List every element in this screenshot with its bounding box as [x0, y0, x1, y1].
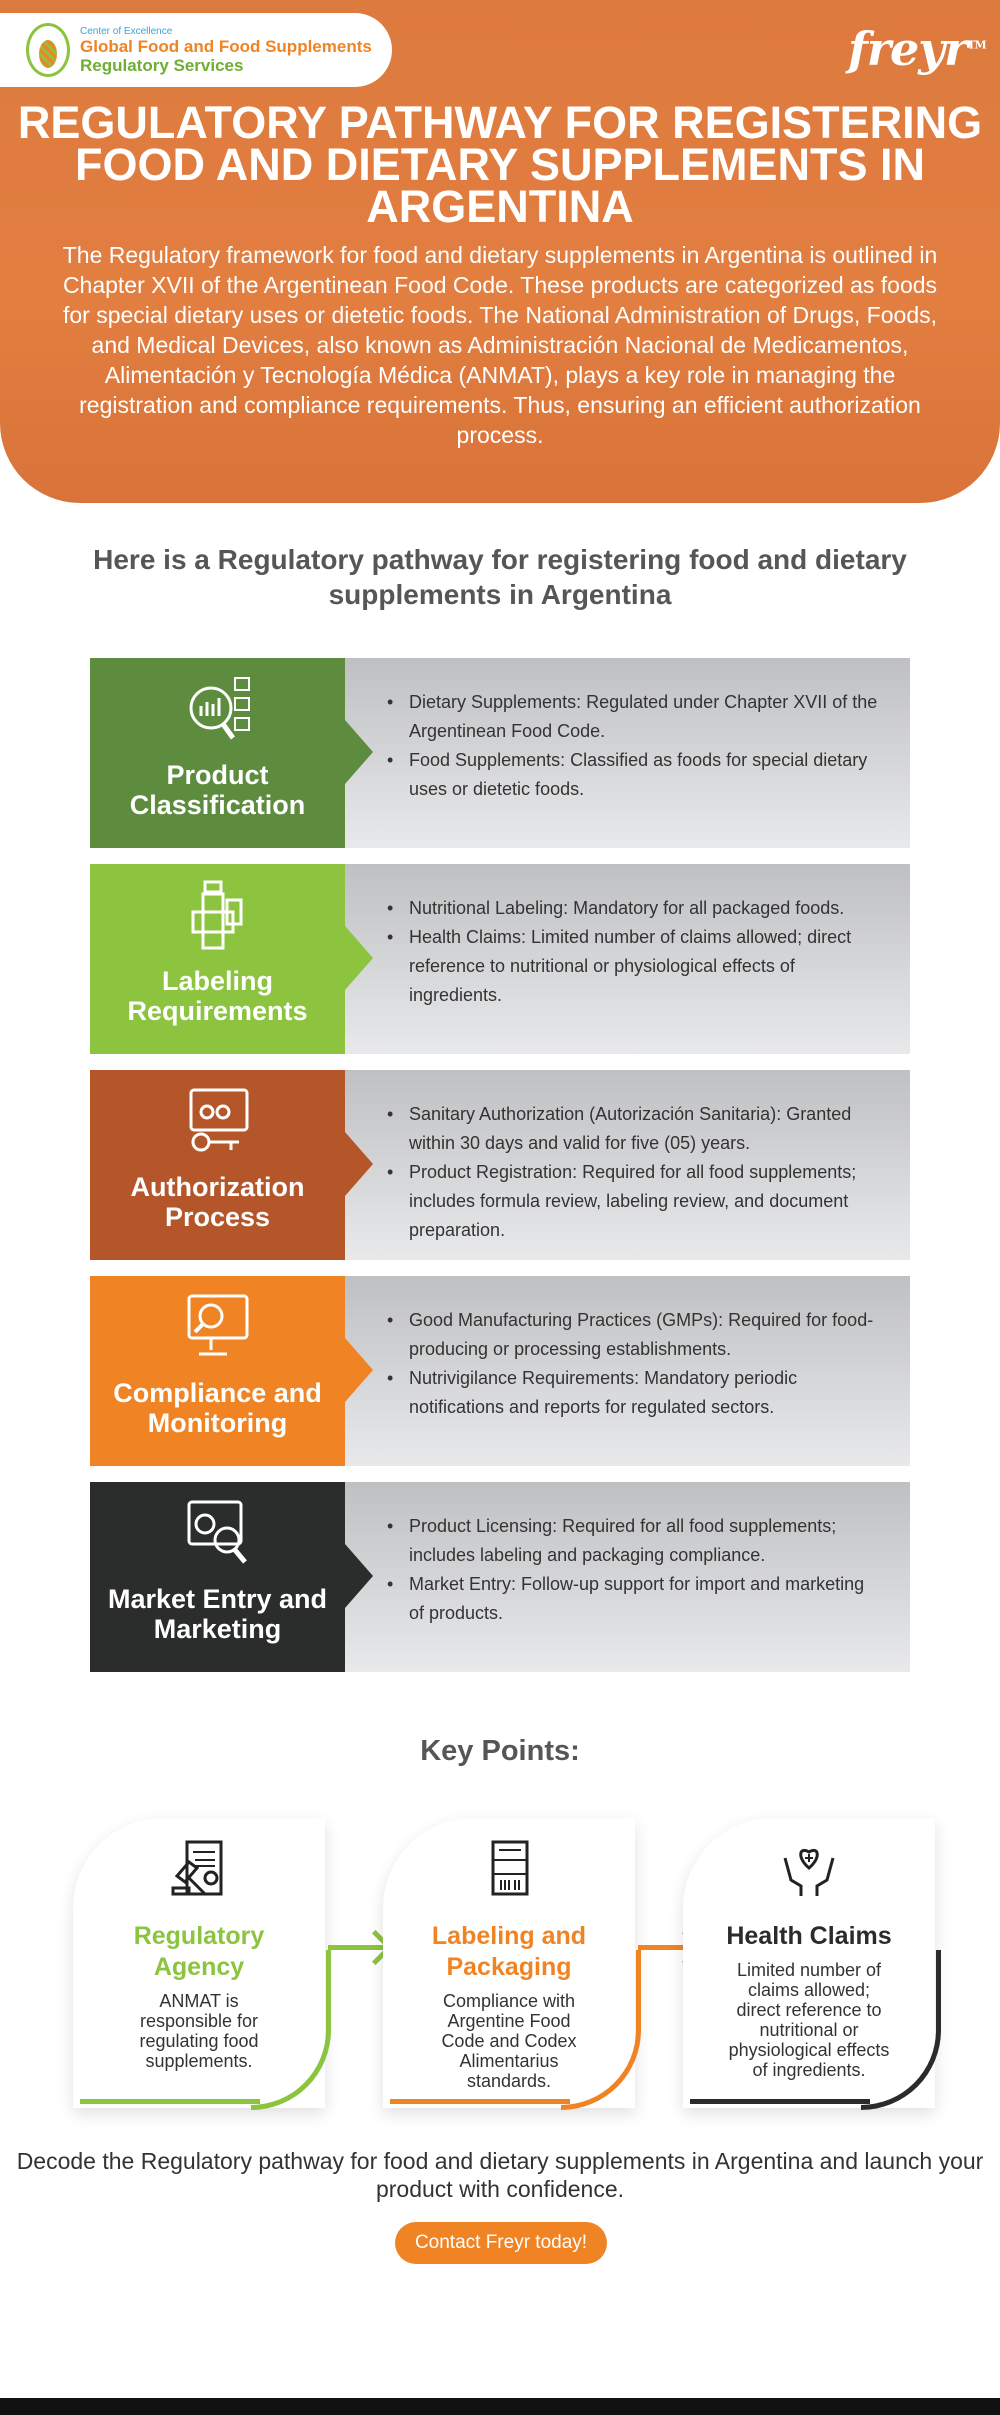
step-details: Nutritional Labeling: Mandatory for all … — [345, 864, 910, 1054]
card-accent-line — [80, 2099, 260, 2104]
step-point: Food Supplements: Classified as foods fo… — [387, 746, 880, 804]
step-point: Good Manufacturing Practices (GMPs): Req… — [387, 1306, 880, 1364]
step-point: Product Licensing: Required for all food… — [387, 1512, 880, 1570]
step-label-panel: Product Classification — [90, 658, 373, 848]
step-point: Dietary Supplements: Regulated under Cha… — [387, 688, 880, 746]
closing-text: Decode the Regulatory pathway for food a… — [16, 2148, 984, 2202]
gavel-document-icon — [171, 1840, 223, 1896]
pathway-heading: Here is a Regulatory pathway for registe… — [93, 544, 907, 610]
service-line1: Global Food and Food Supplements — [80, 36, 372, 56]
card-text: Limited number of claims allowed; direct… — [728, 1960, 890, 2080]
card-text: ANMAT is responsible for regulating food… — [139, 1991, 259, 2071]
pathway-step: Authorization Process Sanitary Authoriza… — [90, 1070, 910, 1260]
key-points-heading: Key Points: — [420, 1735, 580, 1767]
barcode-label-icon — [491, 1840, 529, 1896]
step-details: Product Licensing: Required for all food… — [345, 1482, 910, 1672]
pathway-step: Compliance and Monitoring Good Manufactu… — [90, 1276, 910, 1466]
step-name: Compliance and Monitoring — [113, 1378, 322, 1438]
freyr-logo: freyrTM — [848, 22, 987, 76]
contact-button[interactable]: Contact Freyr today! — [395, 2222, 607, 2264]
step-label-panel: Compliance and Monitoring — [90, 1276, 373, 1466]
step-details: Dietary Supplements: Regulated under Cha… — [345, 658, 910, 848]
step-label-panel: Authorization Process — [90, 1070, 373, 1260]
arrow-right-icon — [638, 1945, 698, 1950]
service-logo-pill: Center of Excellence Global Food and Foo… — [0, 13, 392, 87]
step-name: Labeling Requirements — [127, 966, 308, 1026]
step-point: Nutrivigilance Requirements: Mandatory p… — [387, 1364, 880, 1422]
center-label: Center of Excellence — [80, 25, 173, 37]
pathway-step: Product Classification Dietary Supplemen… — [90, 658, 910, 848]
card-title: Labeling and Packaging — [431, 1922, 587, 1981]
card-text: Compliance with Argentine Food Code and … — [441, 1991, 577, 2091]
brand-text: freyr — [848, 22, 968, 76]
step-label-panel: Market Entry and Marketing — [90, 1482, 373, 1672]
card-title: Regulatory Agency — [133, 1922, 265, 1981]
step-name: Market Entry and Marketing — [107, 1584, 328, 1644]
step-point: Sanitary Authorization (Autorización San… — [387, 1100, 880, 1158]
service-line2: Regulatory Services — [80, 55, 244, 75]
approval-key-icon — [189, 1088, 248, 1152]
step-point: Market Entry: Follow-up support for impo… — [387, 1570, 880, 1628]
card-title: Health Claims — [726, 1922, 892, 1950]
step-name: Authorization Process — [130, 1172, 305, 1232]
step-name: Product Classification — [129, 760, 306, 820]
step-label-panel: Labeling Requirements — [90, 864, 373, 1054]
hands-heart-icon — [783, 1849, 835, 1896]
card-accent-line — [690, 2099, 870, 2104]
card-accent-line — [390, 2099, 570, 2104]
step-details: Sanitary Authorization (Autorización San… — [345, 1070, 910, 1260]
step-details: Good Manufacturing Practices (GMPs): Req… — [345, 1276, 910, 1466]
trademark: TM — [967, 38, 986, 52]
bottle-label-icon — [191, 880, 242, 950]
monitor-search-icon — [187, 1294, 248, 1356]
hero-banner: Center of Excellence Global Food and Foo… — [0, 0, 1000, 503]
pathway-step: Labeling Requirements Nutritional Labeli… — [90, 864, 910, 1054]
footer-bar — [0, 2398, 1000, 2415]
page-title: REGULATORY PATHWAY FOR REGISTERING FOOD … — [17, 97, 983, 232]
step-point: Product Registration: Required for all f… — [387, 1158, 880, 1245]
intro-text: The Regulatory framework for food and di… — [62, 242, 938, 448]
coe-badge-icon — [26, 23, 70, 77]
step-point: Nutritional Labeling: Mandatory for all … — [387, 894, 880, 923]
step-point: Health Claims: Limited number of claims … — [387, 923, 880, 1010]
arrow-right-icon — [328, 1945, 388, 1950]
analytics-magnifier-icon — [189, 677, 250, 740]
pathway-step: Market Entry and Marketing Product Licen… — [90, 1482, 910, 1672]
market-report-icon — [187, 1500, 247, 1564]
